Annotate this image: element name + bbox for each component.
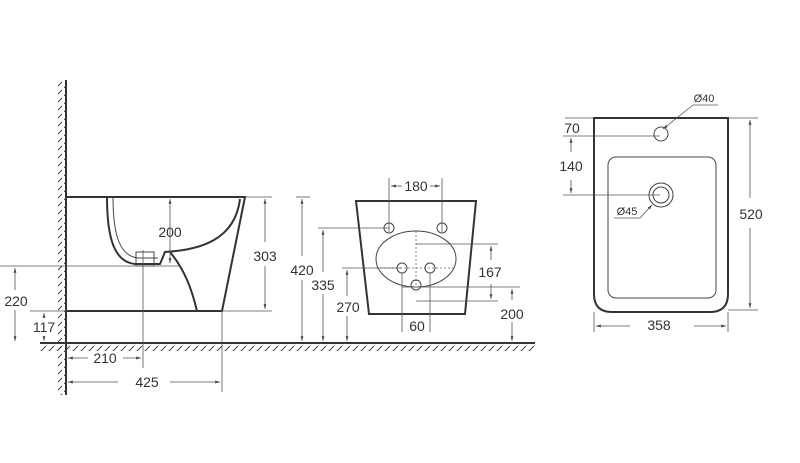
side-view: 200 303 220 117 210 425 <box>0 196 277 392</box>
dim-drain-offset: 140 <box>559 158 583 174</box>
dim-inlet-spacing: 60 <box>409 318 425 334</box>
dim-bowl-depth: 200 <box>158 224 182 240</box>
floor <box>40 342 535 351</box>
dim-outlet-height: 200 <box>500 306 524 322</box>
dim-drain-diameter: Ø45 <box>617 206 638 218</box>
dim-drain-height: 220 <box>4 293 28 309</box>
dim-bolt-height: 335 <box>311 277 335 293</box>
dim-oval-height: 167 <box>478 264 502 280</box>
dim-top-height: 420 <box>290 262 314 278</box>
dim-length: 425 <box>135 374 159 390</box>
dim-top-length: 520 <box>739 206 763 222</box>
dim-top-width: 358 <box>647 317 671 333</box>
dim-height: 303 <box>253 248 277 264</box>
dim-tap-hole-diameter: Ø40 <box>694 93 715 105</box>
dim-bolt-spacing: 180 <box>404 178 428 194</box>
dim-tap-hole-offset: 70 <box>564 120 580 136</box>
dim-inlet-height: 270 <box>336 299 360 315</box>
dim-drain-distance: 210 <box>93 350 117 366</box>
front-view: 180 420 335 270 167 200 60 <box>290 178 524 341</box>
dim-bottom-height: 117 <box>33 319 56 335</box>
top-view: Ø40 70 140 Ø45 520 358 <box>559 93 763 333</box>
